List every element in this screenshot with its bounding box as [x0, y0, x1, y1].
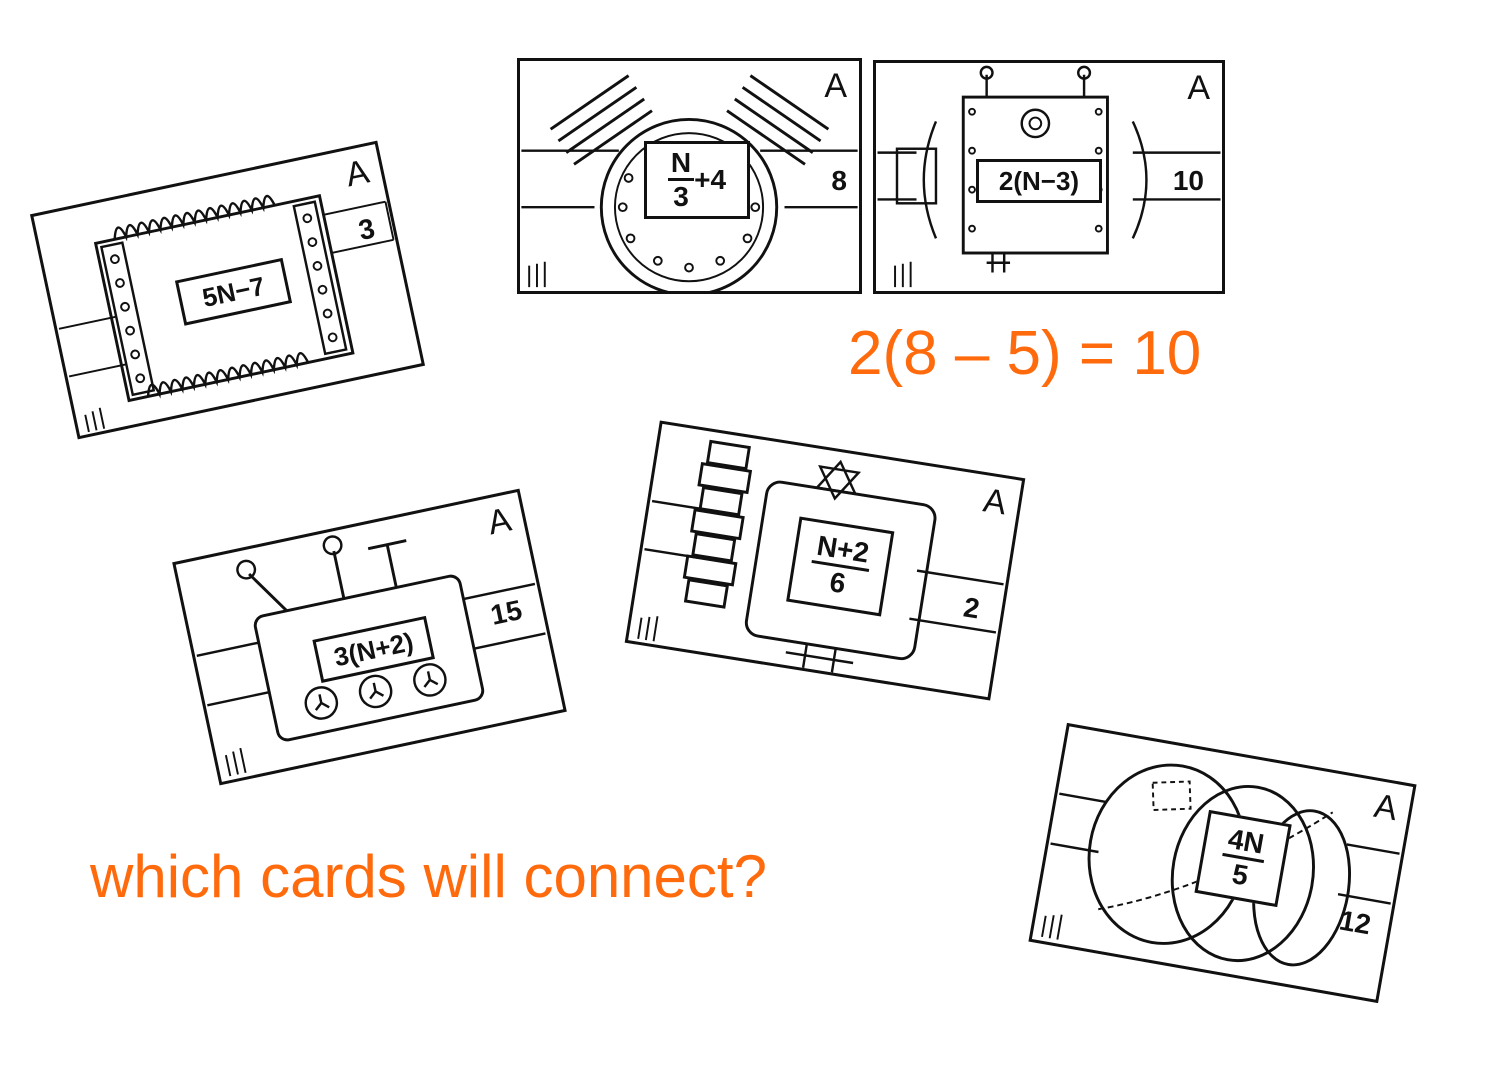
- card-number: 8: [831, 165, 847, 196]
- question-caption: which cards will connect?: [90, 843, 767, 910]
- card-letter: A: [1187, 69, 1210, 107]
- fraction-denominator: 5: [1229, 858, 1251, 892]
- card-number: 15: [487, 594, 525, 631]
- card-letter: A: [824, 67, 847, 105]
- equation-caption: 2(8 – 5) = 10: [848, 319, 1202, 388]
- tank-illustration: [877, 65, 1221, 288]
- fraction-denominator: 3: [673, 181, 689, 212]
- card-expression: 4N 5: [1194, 809, 1292, 908]
- fraction: N 3: [667, 149, 695, 212]
- fraction-numerator: N: [667, 149, 695, 181]
- puzzle-card-2n-3[interactable]: A 10 2(N−3): [873, 60, 1225, 294]
- valve-illustration: [521, 74, 858, 291]
- card-expression: N+2 6: [786, 516, 895, 617]
- puzzle-card-3n-2[interactable]: A 15 3(N+2): [172, 488, 567, 786]
- fraction-numerator: N+2: [811, 530, 874, 572]
- puzzle-card-n3-plus-4[interactable]: A 8 N 3 +4: [517, 58, 862, 294]
- card-number: 12: [1337, 904, 1374, 941]
- fraction: N+2 6: [807, 530, 874, 601]
- machine-illustration: [58, 194, 395, 433]
- card-expression: 2(N−3): [976, 159, 1102, 203]
- expression-text: 2(N−3): [998, 165, 1080, 196]
- card-number: 10: [1172, 165, 1204, 196]
- control-panel-illustration: [196, 535, 546, 777]
- fraction-denominator: 6: [827, 566, 848, 600]
- card-expression: N 3 +4: [644, 141, 750, 219]
- expression-suffix: +4: [694, 164, 727, 195]
- puzzle-card-n2-over-6[interactable]: A 2 N+2 6: [624, 420, 1026, 701]
- expression-text: 5N−7: [199, 270, 268, 313]
- fraction-numerator: 4N: [1222, 823, 1270, 864]
- puzzle-card-5n-7[interactable]: A 3 5N−7: [29, 140, 426, 440]
- puzzle-card-4n-over-5[interactable]: A 12 4N 5: [1028, 722, 1417, 1004]
- fraction: 4N 5: [1217, 823, 1270, 892]
- motor-illustration: [637, 439, 1004, 673]
